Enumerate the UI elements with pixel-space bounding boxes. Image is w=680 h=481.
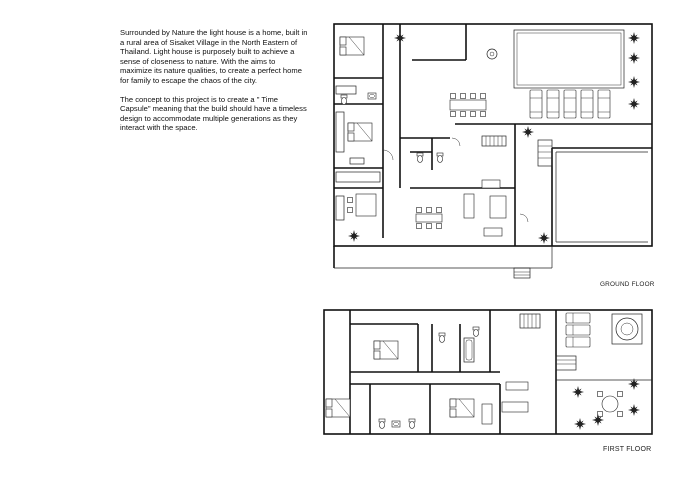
description-paragraph-1: Surrounded by Nature the light house is …	[120, 28, 308, 85]
first-floor-label: FIRST FLOOR	[603, 446, 652, 453]
project-description: Surrounded by Nature the light house is …	[120, 28, 308, 142]
first-floor-outer-wall	[323, 309, 653, 435]
swimming-pool	[513, 29, 625, 89]
description-paragraph-2: The concept to this project is to create…	[120, 94, 307, 133]
ground-floor-outer-wall	[333, 23, 653, 247]
first-floor-plan	[323, 309, 653, 435]
ground-floor-plan	[333, 23, 653, 279]
ground-floor-label: GROUND FLOOR	[600, 281, 655, 288]
